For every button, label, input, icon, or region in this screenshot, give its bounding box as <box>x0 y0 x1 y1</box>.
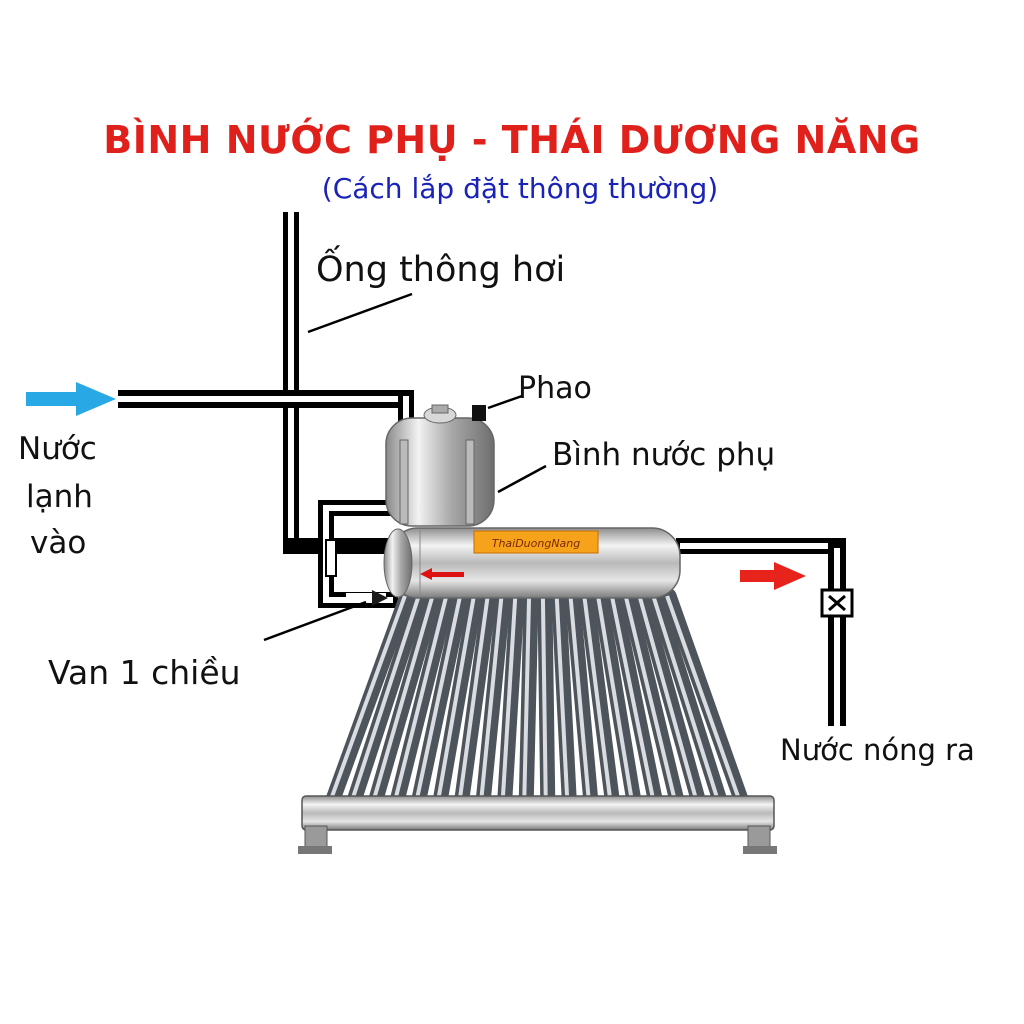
diagram-title: BÌNH NƯỚC PHỤ - THÁI DƯƠNG NĂNG <box>103 118 921 162</box>
main-storage-tank <box>383 527 681 599</box>
vacuum-tube-highlight <box>457 595 490 801</box>
outlet-valve-icon <box>820 588 854 618</box>
vacuum-tube-highlight <box>479 595 504 801</box>
svg-text:ThaiDuongNang: ThaiDuongNang <box>492 537 581 550</box>
vacuum-tube-highlight <box>500 595 518 801</box>
check-valve-label: Van 1 chiều <box>48 653 241 692</box>
vacuum-tube-highlight <box>436 595 476 801</box>
cold-in-label-line3: vào <box>30 525 87 561</box>
cold-water-arrow-icon <box>26 382 116 416</box>
hot-out-label: Nước nóng ra <box>780 733 975 767</box>
aux-tank-label: Bình nước phụ <box>552 437 776 473</box>
brand-plate: ThaiDuongNang <box>473 530 599 554</box>
valve-leader-line <box>263 600 367 642</box>
vacuum-tube-highlight <box>350 595 421 801</box>
collector-frame <box>298 795 777 854</box>
diagram-subtitle: (Cách lắp đặt thông thường) <box>321 172 719 205</box>
tank-connector-pipes <box>283 500 398 608</box>
vacuum-tube-highlight <box>414 595 463 801</box>
vacuum-tube-highlight <box>609 595 656 801</box>
leader-lines <box>263 292 547 642</box>
cold-inlet-pipe <box>118 390 414 430</box>
vacuum-tube-highlight <box>554 595 570 801</box>
float-leader-line <box>487 394 523 410</box>
vacuum-tube-highlight <box>371 595 435 801</box>
vent-pipe-label: Ống thông hơi <box>316 250 566 290</box>
float-icon <box>472 405 486 421</box>
vacuum-tube-highlight <box>665 595 742 801</box>
check-valve <box>346 590 388 606</box>
collector-tubes <box>325 588 749 808</box>
vacuum-tube-highlight <box>623 595 677 801</box>
hot-outlet-pipe <box>676 538 846 726</box>
vent-pipe <box>283 212 299 552</box>
cold-in-label-line2: lạnh <box>26 479 93 515</box>
vent-leader-line <box>307 292 413 334</box>
vacuum-tube-highlight <box>596 595 634 801</box>
vacuum-tube-highlight <box>568 595 591 801</box>
vacuum-tube-highlight <box>651 595 720 801</box>
float-label: Phao <box>518 371 592 406</box>
vacuum-tube-highlight <box>393 595 449 801</box>
vacuum-tube-highlight <box>522 595 532 801</box>
aux-tank-leader-line <box>497 464 547 494</box>
vacuum-tube-highlight <box>540 595 548 801</box>
vacuum-tube-highlight <box>582 595 613 801</box>
vacuum-tube-highlight <box>328 595 407 801</box>
cold-in-label-line1: Nước <box>18 431 97 467</box>
auxiliary-tank <box>385 404 495 527</box>
vacuum-tube-highlight <box>637 595 699 801</box>
hot-water-arrow-icon <box>740 562 806 590</box>
